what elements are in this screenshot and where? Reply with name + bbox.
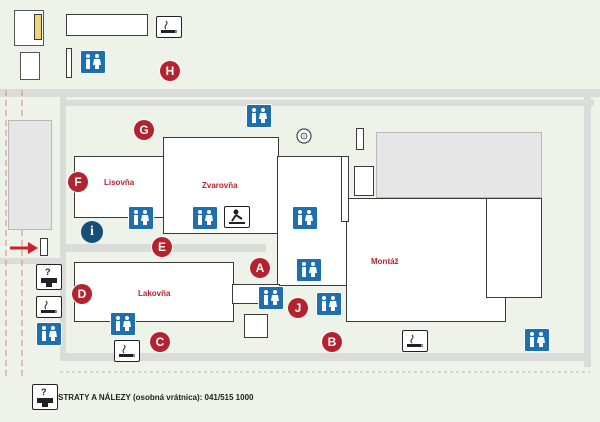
legend-lost-and-found-icon: ? bbox=[32, 384, 58, 410]
gate-booth bbox=[34, 14, 42, 40]
small-building-north2 bbox=[66, 48, 72, 78]
wc-icon bbox=[524, 328, 550, 352]
wc-icon bbox=[296, 258, 322, 282]
label-zvarovna: Zvarovňa bbox=[202, 181, 238, 190]
wc-icon bbox=[36, 322, 62, 346]
marker-b[interactable]: B bbox=[322, 332, 342, 352]
marker-h[interactable]: H bbox=[160, 61, 180, 81]
marker-d[interactable]: D bbox=[72, 284, 92, 304]
road-inner-north bbox=[64, 100, 594, 106]
road-west bbox=[60, 97, 66, 359]
road-south bbox=[60, 353, 590, 361]
small-building-north bbox=[66, 14, 148, 36]
building-small-south bbox=[244, 314, 268, 338]
marker-e[interactable]: E bbox=[152, 237, 172, 257]
road-north bbox=[0, 89, 600, 97]
entrance-arrow-icon bbox=[10, 242, 38, 254]
label-lisovna: Lisovňa bbox=[104, 178, 135, 187]
marker-a[interactable]: A bbox=[250, 258, 270, 278]
parking-structure bbox=[20, 52, 40, 80]
info-icon[interactable]: i bbox=[81, 221, 103, 243]
baby-changing-icon bbox=[224, 206, 250, 228]
svg-text:?: ? bbox=[45, 267, 51, 277]
wc-icon bbox=[316, 292, 342, 316]
grey-building-west bbox=[8, 120, 52, 230]
building-pillar bbox=[341, 156, 349, 222]
marker-j[interactable]: J bbox=[288, 298, 308, 318]
wc-icon bbox=[246, 104, 272, 128]
marker-f[interactable]: F bbox=[68, 172, 88, 192]
building-montaz-east bbox=[486, 198, 542, 298]
wc-icon bbox=[192, 206, 218, 230]
marker-g[interactable]: G bbox=[134, 120, 154, 140]
smoking-area-icon bbox=[402, 330, 428, 352]
building-annex-north bbox=[356, 128, 364, 150]
roundabout bbox=[296, 128, 312, 144]
building-montaz bbox=[346, 198, 506, 322]
grey-building-northeast bbox=[376, 132, 542, 198]
label-lakovna: Lakovňa bbox=[138, 289, 171, 298]
smoking-area-icon bbox=[114, 340, 140, 362]
wc-icon bbox=[258, 286, 284, 310]
smoking-area-icon bbox=[36, 296, 62, 318]
gate-post bbox=[40, 238, 48, 256]
building-lakovna bbox=[74, 262, 234, 322]
building-small-center bbox=[354, 166, 374, 196]
svg-text:?: ? bbox=[41, 387, 47, 397]
legend-lost-and-found-text: STRATY A NÁLEZY (osobná vrátnica): 041/5… bbox=[58, 393, 254, 402]
road-entrance bbox=[0, 258, 66, 264]
marker-c[interactable]: C bbox=[150, 332, 170, 352]
wc-icon bbox=[128, 206, 154, 230]
wc-icon bbox=[292, 206, 318, 230]
label-montaz: Montáž bbox=[371, 257, 399, 266]
road-east bbox=[584, 97, 591, 367]
wc-icon bbox=[110, 312, 136, 336]
building-zvarovna bbox=[163, 137, 279, 234]
smoking-area-icon bbox=[156, 16, 182, 38]
lost-and-found-icon: ? bbox=[36, 264, 62, 290]
wc-icon bbox=[80, 50, 106, 74]
